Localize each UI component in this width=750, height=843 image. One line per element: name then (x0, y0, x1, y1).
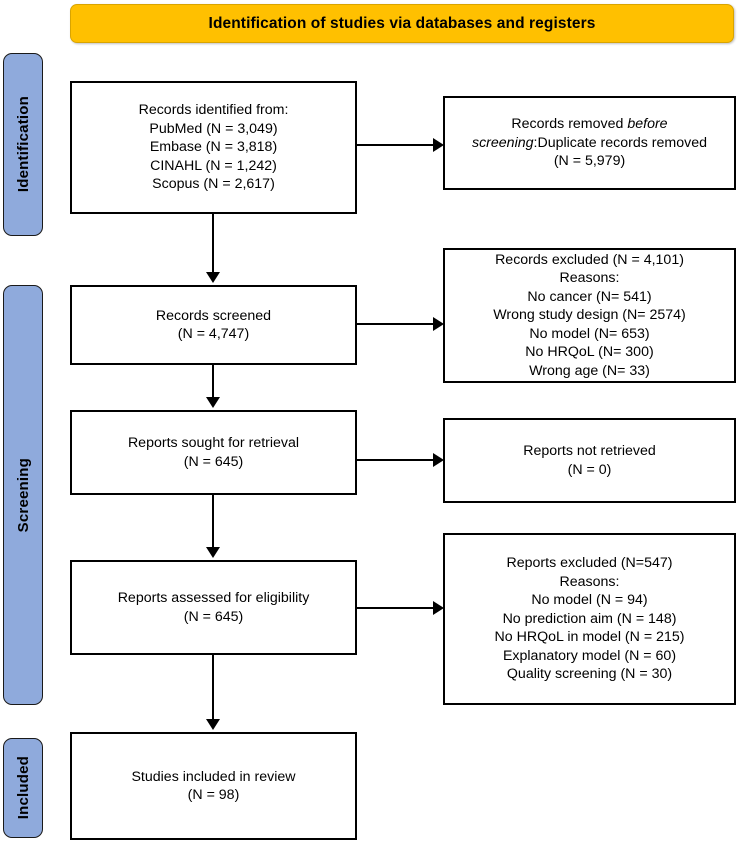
box-records-excluded-text: Records excluded (N = 4,101) Reasons: No… (493, 251, 686, 379)
connector-screened-to-sought (212, 365, 215, 399)
box-reports-sought-for-retrieval: Reports sought for retrieval (N = 645) (70, 410, 357, 495)
arrowhead-screened-to-sought (206, 397, 220, 408)
box-records-excluded: Records excluded (N = 4,101) Reasons: No… (443, 248, 736, 383)
connector-sought-to-not-retrieved (357, 459, 437, 462)
stage-tab-included: Included (3, 738, 43, 838)
connector-identified-to-screened (212, 214, 215, 274)
box-reports-not-retrieved-text: Reports not retrieved (N = 0) (523, 443, 656, 478)
arrowhead-sought-to-not-retrieved (433, 453, 444, 467)
box-reports-assessed-for-eligibility-text: Reports assessed for eligibility (N = 64… (117, 590, 310, 625)
stage-tab-screening-label: Screening (14, 457, 32, 533)
arrowhead-assessed-to-included (206, 719, 220, 730)
box-reports-sought-for-retrieval-text: Reports sought for retrieval (N = 645) (127, 435, 300, 470)
box-studies-included-in-review: Studies included in review (N = 98) (70, 732, 357, 840)
box-records-removed-before-screening: Records removed before screening:Duplica… (443, 96, 736, 190)
stage-tab-identification: Identification (3, 53, 43, 236)
arrowhead-sought-to-assessed (206, 547, 220, 558)
arrowhead-assessed-to-excluded (433, 601, 444, 615)
connector-assessed-to-excluded (357, 607, 437, 610)
box-reports-assessed-for-eligibility: Reports assessed for eligibility (N = 64… (70, 560, 357, 655)
connector-screened-to-excluded (357, 323, 437, 326)
box-records-screened: Records screened (N = 4,747) (70, 285, 357, 365)
box-records-screened-text: Records screened (N = 4,747) (155, 307, 272, 342)
box-records-identified-text: Records identified from: PubMed (N = 3,0… (138, 102, 289, 193)
connector-identified-to-removed (357, 144, 437, 147)
box-reports-excluded-text: Reports excluded (N=547) Reasons: No mod… (494, 555, 685, 683)
box-records-removed-before-screening-text: Records removed before screening:Duplica… (451, 115, 728, 170)
records-removed-prefix: Records removed (511, 116, 628, 133)
arrowhead-screened-to-excluded (433, 317, 444, 331)
box-studies-included-in-review-text: Studies included in review (N = 98) (131, 768, 296, 803)
arrowhead-identified-to-screened (206, 272, 220, 283)
diagram-header-banner: Identification of studies via databases … (70, 4, 734, 43)
records-removed-rest: Duplicate records removed (N = 5,979) (537, 134, 708, 170)
box-reports-excluded: Reports excluded (N=547) Reasons: No mod… (443, 533, 736, 705)
stage-tab-screening: Screening (3, 285, 43, 705)
records-removed-suffix: : (533, 134, 538, 151)
stage-tab-identification-label: Identification (14, 96, 32, 193)
stage-tab-included-label: Included (14, 756, 32, 820)
diagram-title: Identification of studies via databases … (208, 14, 596, 32)
box-records-identified: Records identified from: PubMed (N = 3,0… (70, 81, 357, 214)
records-removed-emphasis: before screening (471, 116, 668, 151)
arrowhead-identified-to-removed (433, 138, 444, 152)
box-reports-not-retrieved: Reports not retrieved (N = 0) (443, 418, 736, 503)
connector-sought-to-assessed (212, 495, 215, 549)
connector-assessed-to-included (212, 655, 215, 721)
